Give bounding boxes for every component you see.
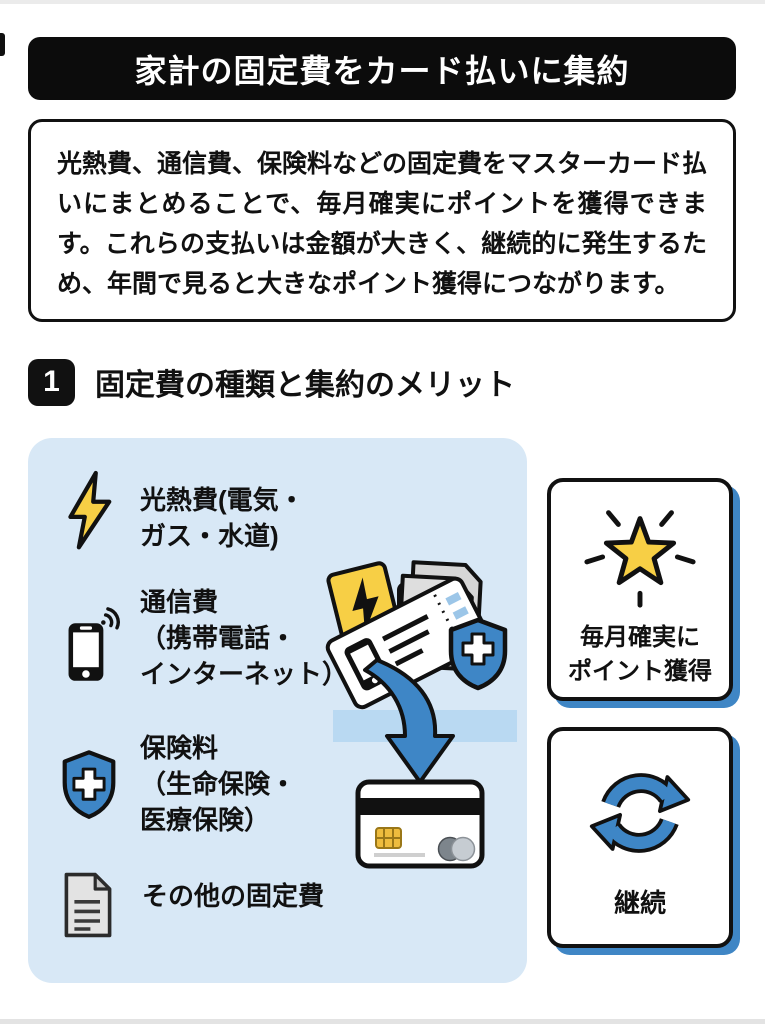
benefit-label: 継続 [613,888,666,918]
refresh-arrows-icon [586,761,694,870]
fixed-costs-panel: 光熱費(電気・ ガス・水道) 通信費 （携帯電話・ インターネット） 保険料 （… [28,438,527,983]
top-edge-strip [0,0,765,4]
title-banner: 家計の固定費をカード払いに集約 [28,37,736,100]
star-sparkle-icon [579,498,701,615]
section-header: 1 固定費の種類と集約のメリット [28,358,515,406]
benefit-card-points: 毎月確実に ポイント獲得 [547,478,733,701]
cost-item-label: 保険料 （生命保険・ 医療保険） [140,733,297,835]
intro-paragraph: 光熱費、通信費、保険料などの固定費をマスターカード払いにまとめることで、毎月確実… [57,150,708,298]
cost-item-label: 光熱費(電気・ ガス・水道) [140,485,305,551]
section-title: 固定費の種類と集約のメリット [95,369,515,402]
smartphone-signal-icon [64,594,120,698]
lightning-bolt-icon [62,464,116,558]
page-title: 家計の固定費をカード払いに集約 [134,52,630,89]
bottom-edge-strip [0,1019,765,1024]
cost-item-label: その他の固定費 [142,881,325,911]
benefit-label: 毎月確実に ポイント獲得 [568,624,712,685]
cost-item-label: 通信費 （携帯電話・ インターネット） [140,587,349,689]
bills-to-credit-card-illustration [325,552,530,887]
intro-box: 光熱費、通信費、保険料などの固定費をマスターカード払いにまとめることで、毎月確実… [28,119,736,322]
left-edge-artifact [0,33,5,56]
section-number-badge: 1 [28,358,75,406]
document-icon [60,864,116,946]
benefit-card-continuity: 継続 [547,727,733,948]
insurance-shield-icon [58,736,120,834]
